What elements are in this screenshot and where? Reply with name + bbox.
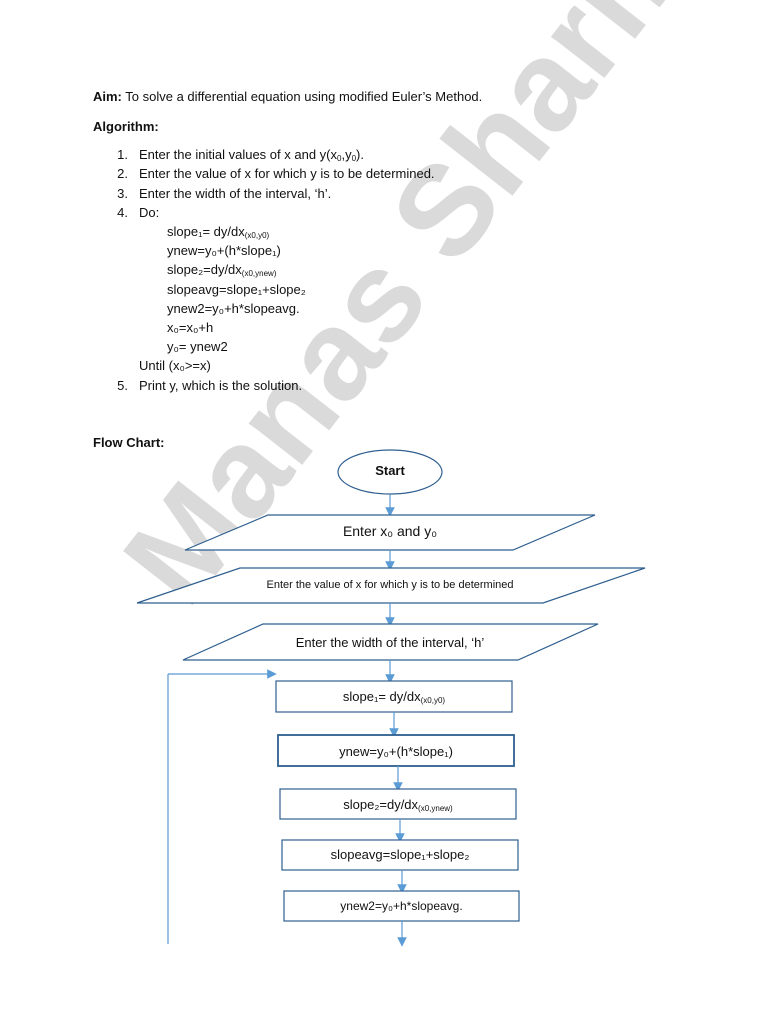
until-line: Until (x₀>=x): [139, 358, 211, 373]
step-text: Print y, which is the solution.: [139, 378, 303, 393]
algorithm-heading: Algorithm:: [93, 119, 159, 134]
process-ynew: [277, 734, 515, 767]
do-line: slope₁= dy/dx(x0,y0): [167, 224, 270, 240]
step-number: 5.: [117, 378, 128, 393]
step-number: 3.: [117, 186, 128, 201]
input2-label: Enter the value of x for which y is to b…: [266, 579, 514, 591]
box4-label: slopeavg=slope₁+slope₂: [330, 847, 470, 862]
box3-label: slope₂=dy/dx(x0,ynew): [343, 797, 453, 813]
input1-label: Enter x₀ and y₀: [342, 523, 438, 539]
do-line: slope₂=dy/dx(x0,ynew): [167, 262, 277, 278]
step-text: Enter the width of the interval, ‘h’.: [139, 186, 332, 201]
aim-line: Aim: To solve a differential equation us…: [93, 89, 482, 105]
start-label: Start: [375, 463, 405, 478]
step-number: 1.: [117, 147, 128, 162]
input-x0-y0: [184, 514, 596, 551]
process-ynew2: [283, 890, 520, 922]
step-number: 2.: [117, 166, 128, 181]
do-line: ynew=y₀+(h*slope₁): [167, 243, 281, 258]
do-line: y₀= ynew2: [167, 339, 228, 354]
process-slope2: [279, 788, 517, 820]
aim-text: To solve a differential equation using m…: [121, 89, 483, 104]
aim-label: Aim:: [93, 89, 122, 104]
input-x-target: [136, 567, 646, 604]
box5-label: ynew2=y₀+h*slopeavg.: [340, 899, 463, 913]
step-text: Do:: [139, 205, 160, 220]
step-text: Enter the initial values of x and y(x0,y…: [139, 147, 364, 163]
step-text: Enter the value of x for which y is to b…: [139, 166, 435, 181]
input3-label: Enter the width of the interval, ‘h’: [295, 635, 485, 650]
step-number: 4.: [117, 205, 128, 220]
box1-label: slope₁= dy/dx(x0,y0): [342, 689, 446, 705]
do-line: ynew2=y₀+h*slopeavg.: [167, 301, 300, 316]
do-line: x₀=x₀+h: [167, 320, 214, 335]
box2-label: ynew=y₀+(h*slope₁): [339, 744, 453, 759]
process-slopeavg: [281, 839, 519, 871]
do-line: slopeavg=slope₁+slope₂: [167, 282, 306, 297]
input-interval-h: [182, 623, 599, 661]
process-slope1: [275, 680, 513, 713]
flowchart-heading: Flow Chart:: [93, 435, 165, 450]
